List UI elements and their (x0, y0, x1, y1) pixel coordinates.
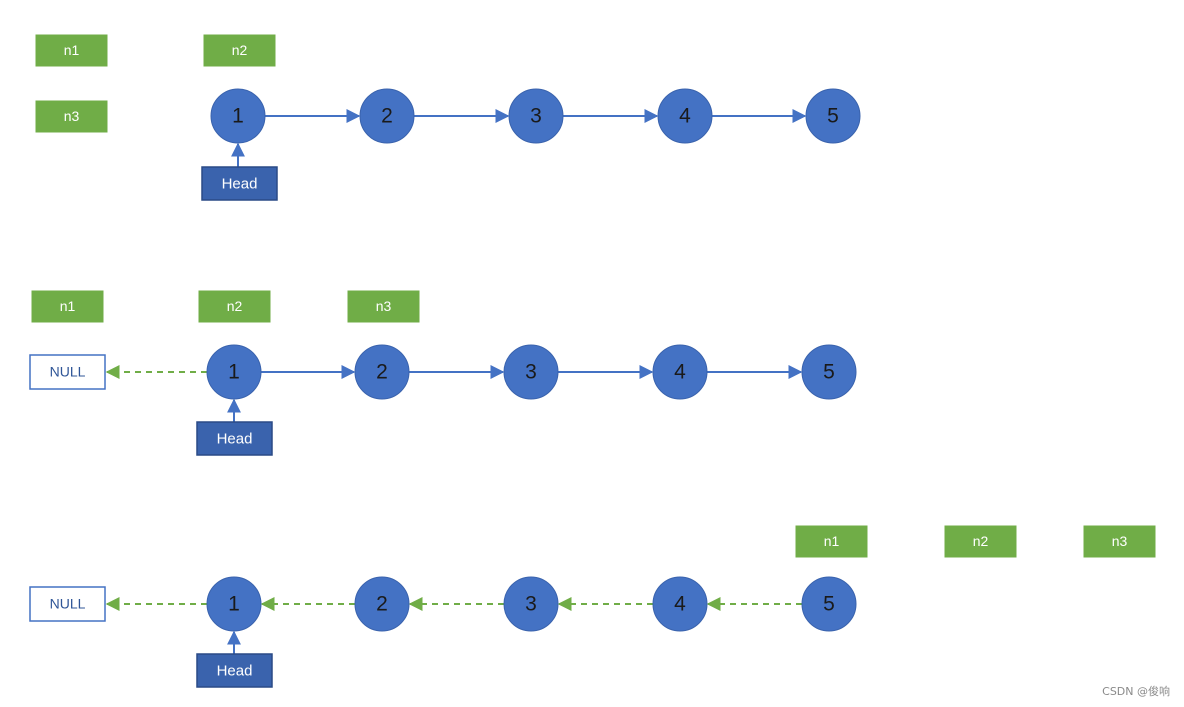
list-node: 2 (354, 576, 410, 632)
node-circle (206, 576, 262, 632)
node-value-label: 1 (228, 593, 240, 616)
head-rect (196, 653, 273, 688)
list-node: 1 (210, 88, 266, 144)
node-value-label: 5 (827, 105, 839, 128)
node-value-label: 2 (376, 361, 388, 384)
null-box: NULL (29, 586, 106, 622)
list-node: 4 (657, 88, 713, 144)
pointer-n1: n1 (30, 289, 105, 324)
pointer-n1: n1 (34, 33, 109, 68)
head-box: Head (201, 166, 278, 201)
node-circle (652, 344, 708, 400)
pointer-label: n2 (232, 42, 248, 58)
null-box: NULL (29, 354, 106, 390)
node-value-label: 3 (525, 593, 537, 616)
list-node: 1 (206, 344, 262, 400)
list-node: 3 (503, 344, 559, 400)
node-circle (210, 88, 266, 144)
node-value-label: 1 (228, 361, 240, 384)
head-label: Head (217, 430, 253, 447)
head-box: Head (196, 421, 273, 456)
node-circle (805, 88, 861, 144)
node-value-label: 5 (823, 593, 835, 616)
node-circle (503, 344, 559, 400)
list-node: 5 (801, 576, 857, 632)
pointer-box (1082, 524, 1157, 559)
node-value-label: 2 (381, 105, 393, 128)
pointer-n2: n2 (202, 33, 277, 68)
node-circle (801, 344, 857, 400)
pointer-label: n1 (824, 533, 840, 549)
node-value-label: 2 (376, 593, 388, 616)
pointer-label: n1 (64, 42, 80, 58)
node-circle (652, 576, 708, 632)
pointer-box (30, 289, 105, 324)
head-box: Head (196, 653, 273, 688)
node-value-label: 3 (525, 361, 537, 384)
pointer-box (943, 524, 1018, 559)
pointer-n3: n3 (346, 289, 421, 324)
head-rect (196, 421, 273, 456)
watermark-text: CSDN @俊响 (1102, 685, 1170, 698)
pointer-label: n2 (227, 298, 243, 314)
list-node: 3 (503, 576, 559, 632)
node-circle (508, 88, 564, 144)
node-circle (359, 88, 415, 144)
node-circle (657, 88, 713, 144)
head-label: Head (217, 662, 253, 679)
pointer-label: n2 (973, 533, 989, 549)
pointer-box (34, 33, 109, 68)
head-rect (201, 166, 278, 201)
pointer-label: n3 (1112, 533, 1128, 549)
pointer-n1: n1 (794, 524, 869, 559)
list-node: 1 (206, 576, 262, 632)
pointer-label: n1 (60, 298, 76, 314)
node-value-label: 4 (679, 105, 691, 128)
node-circle (354, 344, 410, 400)
pointer-box (202, 33, 277, 68)
pointer-n2: n2 (943, 524, 1018, 559)
node-circle (503, 576, 559, 632)
null-label: NULL (50, 364, 86, 380)
pointer-label: n3 (64, 108, 80, 124)
node-circle (354, 576, 410, 632)
node-value-label: 4 (674, 361, 686, 384)
pointer-label: n3 (376, 298, 392, 314)
node-value-label: 1 (232, 105, 244, 128)
list-node: 2 (354, 344, 410, 400)
node-circle (206, 344, 262, 400)
list-node: 3 (508, 88, 564, 144)
list-node: 5 (805, 88, 861, 144)
pointer-box (794, 524, 869, 559)
list-node: 5 (801, 344, 857, 400)
null-rect (29, 586, 106, 622)
node-value-label: 5 (823, 361, 835, 384)
node-value-label: 3 (530, 105, 542, 128)
list-node: 4 (652, 344, 708, 400)
head-label: Head (222, 175, 258, 192)
list-node: 2 (359, 88, 415, 144)
node-value-label: 4 (674, 593, 686, 616)
null-label: NULL (50, 596, 86, 612)
pointer-box (34, 99, 109, 134)
list-node: 4 (652, 576, 708, 632)
pointer-n3: n3 (1082, 524, 1157, 559)
pointer-n3: n3 (34, 99, 109, 134)
node-circle (801, 576, 857, 632)
pointer-n2: n2 (197, 289, 272, 324)
pointer-box (197, 289, 272, 324)
null-rect (29, 354, 106, 390)
pointer-box (346, 289, 421, 324)
